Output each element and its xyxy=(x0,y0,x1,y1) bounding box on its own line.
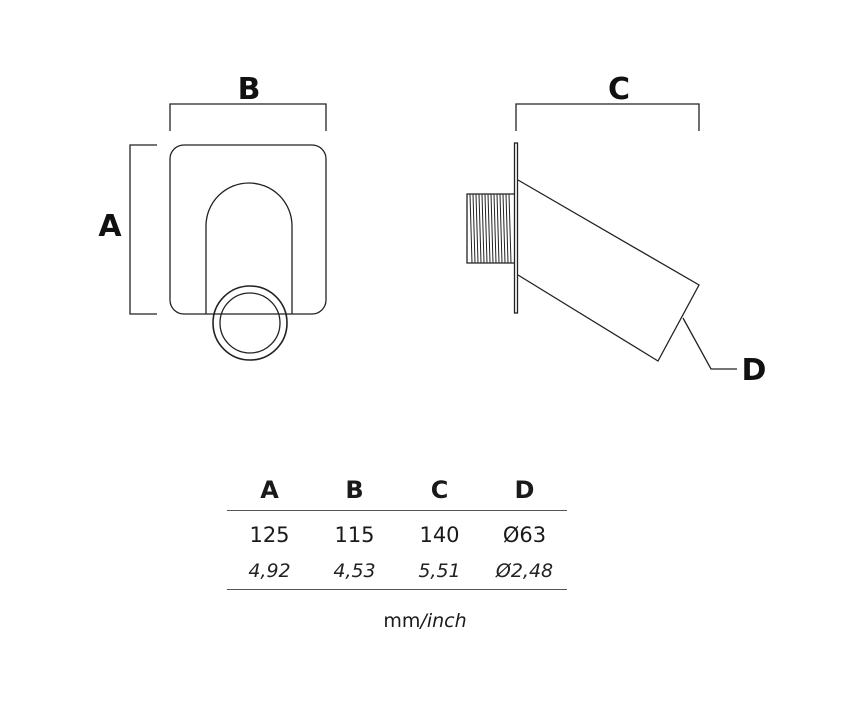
table-row-inch: 4,92 4,53 5,51 Ø2,48 xyxy=(227,553,567,589)
spout-outlet-inner xyxy=(219,292,281,354)
header-c: C xyxy=(430,476,449,504)
table-divider-bottom xyxy=(227,589,567,590)
label-d: D xyxy=(742,353,767,388)
thread-connector xyxy=(466,193,514,264)
header-d: D xyxy=(514,476,535,504)
thread-ridges xyxy=(469,193,512,264)
dimension-line-b xyxy=(169,103,327,131)
leader-line-d xyxy=(682,317,737,370)
front-view xyxy=(169,144,327,361)
wall-plate xyxy=(169,144,327,315)
value-a-mm: 125 xyxy=(249,523,290,547)
units-imperial: inch xyxy=(426,610,467,632)
spout-outlet-outer xyxy=(212,285,288,361)
units-metric: mm xyxy=(383,610,421,632)
dimension-line-a xyxy=(129,144,157,315)
label-b: B xyxy=(238,72,261,107)
table-divider-top xyxy=(227,510,567,511)
value-b-inch: 4,53 xyxy=(333,560,376,582)
header-a: A xyxy=(260,476,279,504)
wall-flange xyxy=(513,142,519,314)
value-b-mm: 115 xyxy=(334,523,375,547)
dimensions-table: A B C D 125 115 140 Ø63 4,92 4,53 5,51 Ø… xyxy=(227,470,567,590)
side-view xyxy=(466,142,700,362)
table-row-mm: 125 115 140 Ø63 xyxy=(227,517,567,553)
label-c: C xyxy=(608,72,630,107)
header-b: B xyxy=(345,476,364,504)
table-header-row: A B C D xyxy=(227,470,567,510)
value-c-inch: 5,51 xyxy=(418,560,461,582)
label-a: A xyxy=(98,209,122,244)
value-d-mm: Ø63 xyxy=(502,523,547,547)
dimension-line-c xyxy=(515,103,700,131)
units-separator: / xyxy=(420,610,427,632)
value-d-inch: Ø2,48 xyxy=(495,560,554,582)
value-c-mm: 140 xyxy=(419,523,460,547)
spout-body-front xyxy=(205,182,293,314)
units-caption: mm/inch xyxy=(227,610,623,632)
spout-body-side xyxy=(517,179,700,362)
value-a-inch: 4,92 xyxy=(248,560,291,582)
